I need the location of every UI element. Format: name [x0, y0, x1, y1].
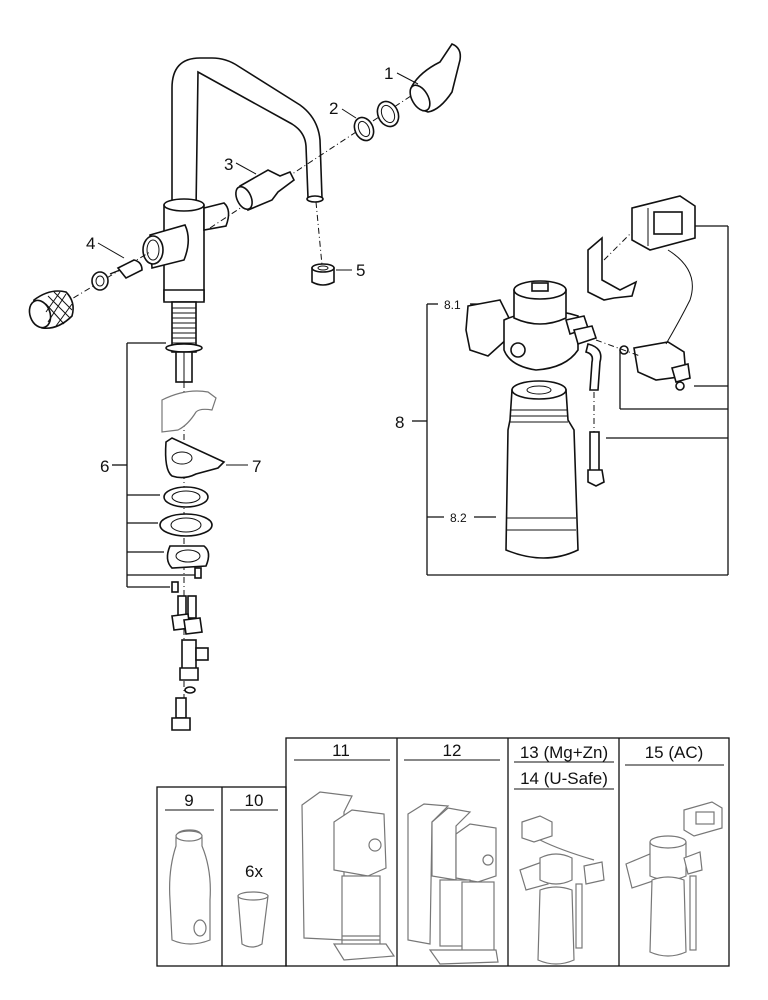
part-6-mounting-set [112, 342, 226, 593]
accessory-header-10: 10 [245, 791, 264, 810]
accessory-header-13: 13 (Mg+Zn) [520, 743, 608, 762]
callout-7: 7 [252, 457, 261, 476]
callout-leaders-top [97, 72, 419, 271]
supply-fittings [171, 595, 209, 731]
part-8-filter-system [412, 195, 729, 576]
accessory-header-12: 12 [443, 741, 462, 760]
callout-2: 2 [329, 99, 338, 118]
faucet-body [142, 57, 324, 383]
accessory-header-11: 11 [332, 741, 350, 760]
accessory-11-dispenser-single [301, 791, 396, 961]
accessory-table [156, 737, 730, 967]
accessory-header-9: 9 [184, 791, 193, 810]
callout-8: 8 [395, 413, 404, 432]
accessory-header-14: 14 (U-Safe) [520, 769, 608, 788]
callout-5: 5 [356, 261, 365, 280]
callout-4: 4 [86, 234, 95, 253]
accessory-quantity-10: 6x [245, 862, 263, 881]
accessory-15-filter-set [625, 801, 723, 957]
callout-1: 1 [384, 64, 393, 83]
part-3-cartridge [235, 169, 296, 212]
accessory-10-glass [237, 891, 269, 948]
callout-3: 3 [224, 155, 233, 174]
accessory-12-dispenser-double [407, 803, 499, 965]
assembly-axis-aerator [315, 201, 323, 266]
part-5-aerator [311, 263, 335, 286]
knurled-knob [28, 290, 74, 330]
callout-8-1: 8.1 [444, 298, 461, 312]
part-1-lever-handle [409, 43, 462, 113]
accessory-9-bottle [169, 829, 211, 945]
accessory-13-14-filter-set [519, 815, 605, 965]
part-2-rings [353, 100, 400, 142]
part-4-valve [91, 259, 143, 291]
callout-6: 6 [100, 457, 109, 476]
accessory-header-15: 15 (AC) [645, 743, 704, 762]
callout-8-2: 8.2 [450, 511, 467, 525]
